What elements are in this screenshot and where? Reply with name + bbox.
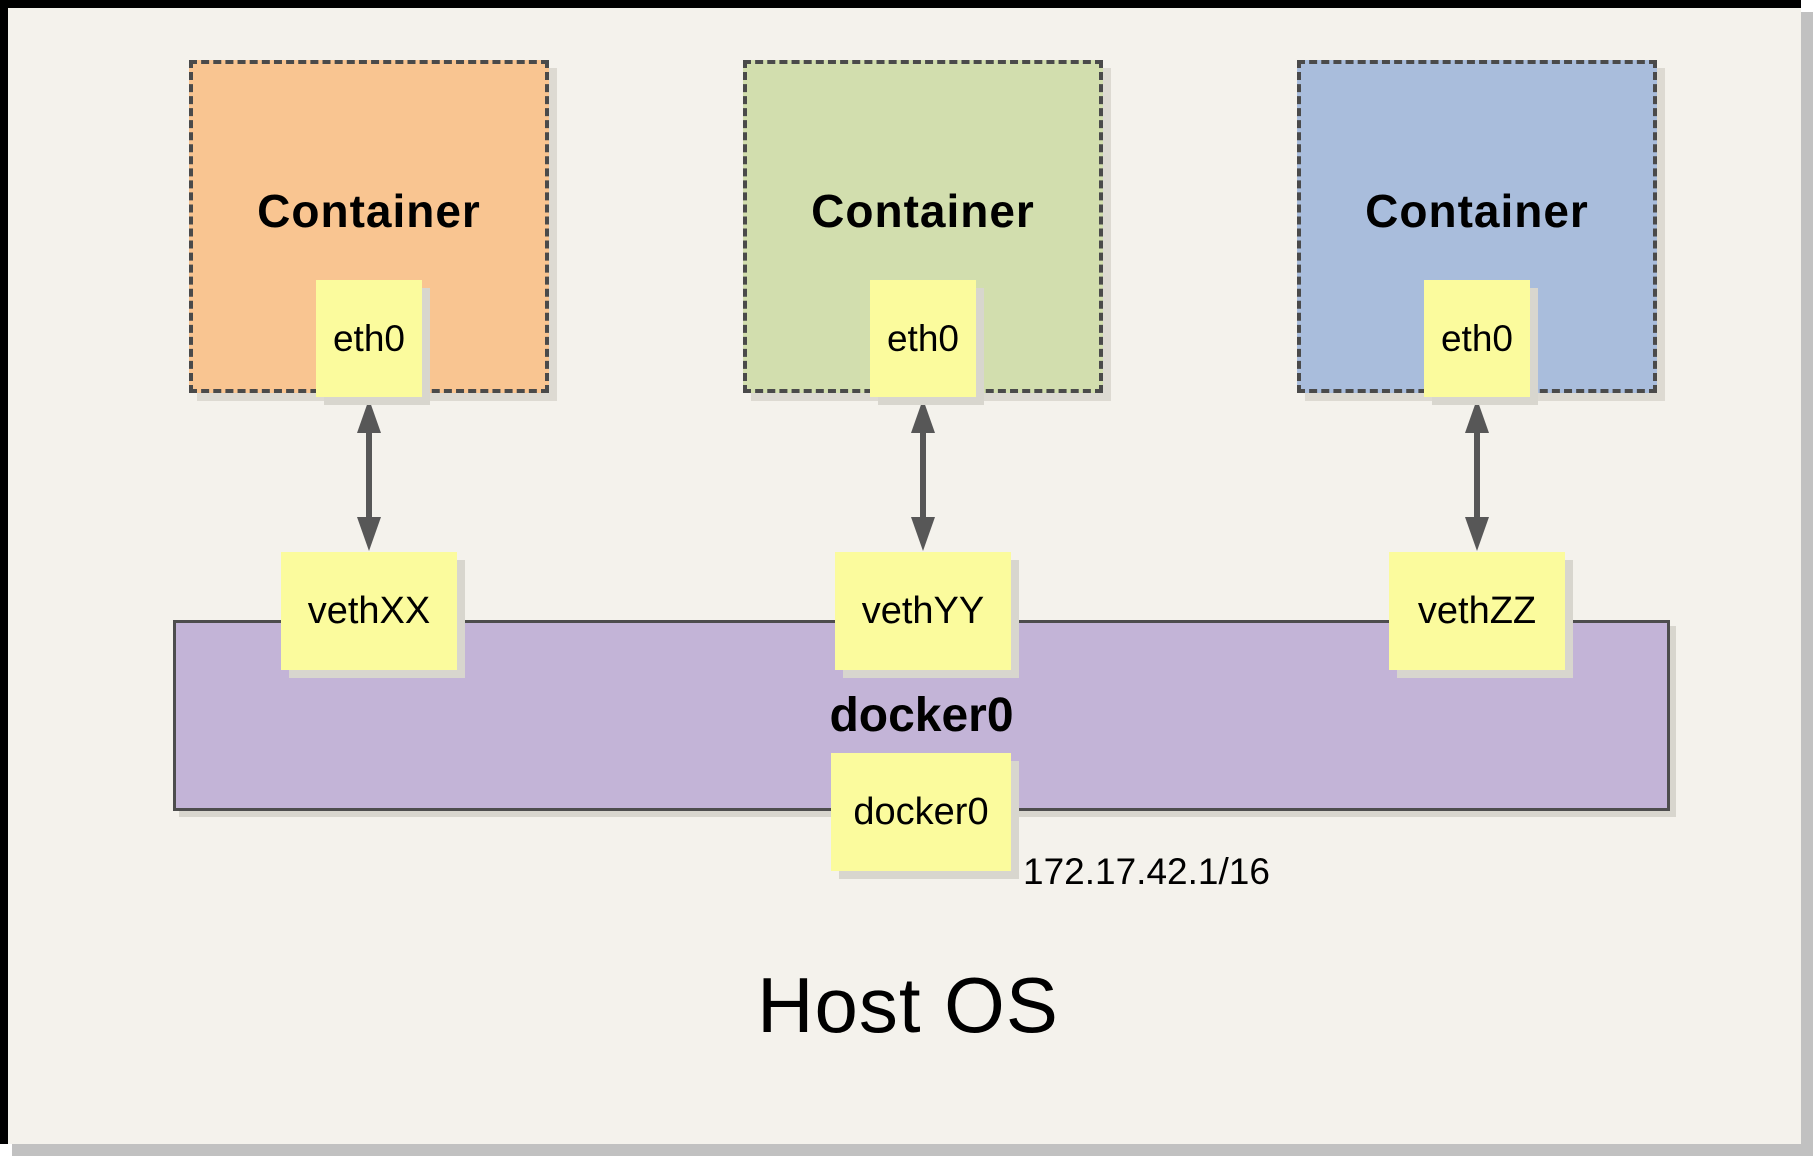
veth-link-arrow-3 — [1465, 399, 1489, 551]
container-1-eth0-box: eth0 — [316, 280, 422, 397]
docker0-interface-box: docker0 — [831, 753, 1011, 871]
veth-box-3: vethZZ — [1389, 552, 1565, 670]
docker0-ip-label: 172.17.42.1/16 — [1023, 851, 1270, 892]
container-3-eth0-box: eth0 — [1424, 280, 1530, 397]
container-2-label: Container — [811, 185, 1035, 237]
host-os-label: Host OS — [757, 961, 1059, 1049]
veth-box-1: vethXX — [281, 552, 457, 670]
veth-box-2: vethYY — [835, 552, 1011, 670]
veth-link-arrow-1 — [357, 399, 381, 551]
docker0-bridge-label: docker0 — [829, 689, 1014, 742]
container-1-label: Container — [257, 185, 481, 237]
veth-link-arrow-2 — [911, 399, 935, 551]
container-3-label: Container — [1365, 185, 1589, 237]
container-2-eth0-box: eth0 — [870, 280, 976, 397]
